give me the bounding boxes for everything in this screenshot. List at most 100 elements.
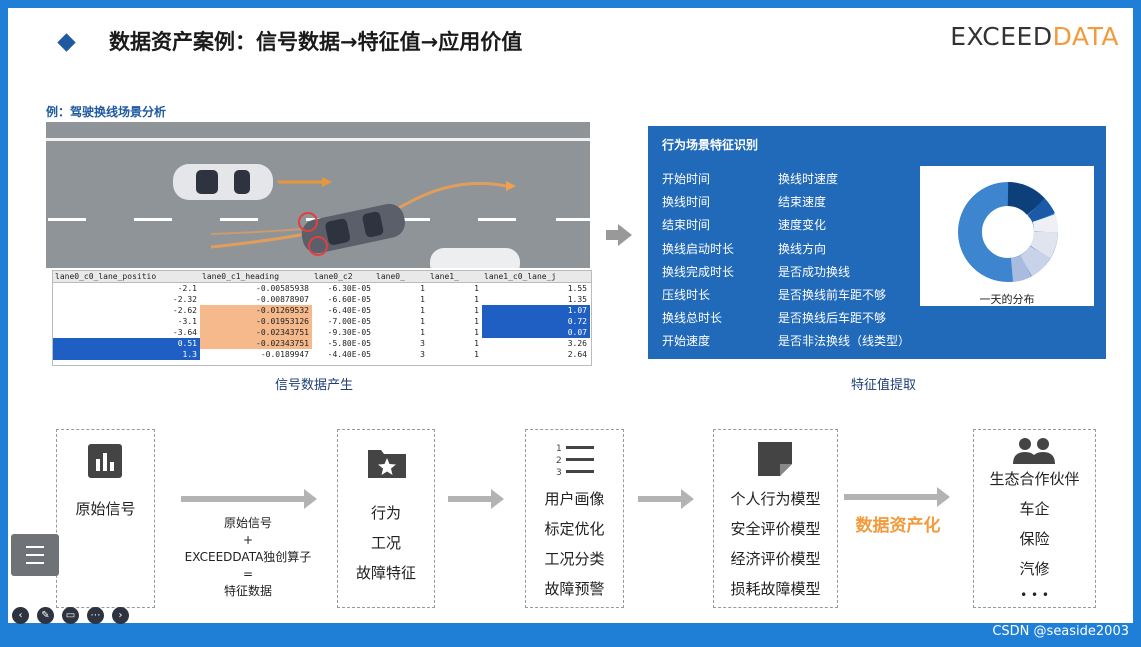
flow-box-applications: 1 2 3 用户画像标定优化工况分类故障预警 [525,429,624,608]
table-cell: -0.0189947 [260,350,309,359]
flow-arrow-1-icon [181,489,317,509]
document-icon [758,442,792,476]
table-cell: -2.32 [172,295,197,304]
table-cell: 3.26 [567,339,587,348]
table-cell: 1 [420,306,425,315]
bar-chart-icon [88,444,122,478]
feature-item: 换线时速度 [778,172,839,186]
table-cell: 1 [420,328,425,337]
table-cell: 1 [420,284,425,293]
svg-text:1: 1 [556,444,562,454]
table-cell: 1 [474,350,479,359]
svg-text:2: 2 [556,456,562,466]
table-cell: 1 [420,317,425,326]
flow-box-partners-text: 生态合作伙伴车企保险汽修 [989,470,1080,578]
table-cell: -0.02343751 [200,327,312,338]
flow-box-applications-text: 用户画像标定优化工况分类故障预警 [544,490,605,598]
feature-item: 结束时间 [662,218,711,233]
flow-box-features-text: 行为工况故障特征 [355,504,416,582]
pie-label: 一天的分布 [979,293,1035,306]
feature-item: 压线时长 [662,288,711,302]
feature-panel: 行为场景特征识别 一天的分布 开始时间换线时间结束时间换线启动时长换线完成时长压… [648,126,1106,359]
example-label: 例：驾驶换线场景分析 [46,105,167,119]
table-header-cell: lane0_c2 [314,272,353,281]
feature-panel-title: 行为场景特征识别 [662,138,759,152]
feature-item: 结束速度 [778,195,827,210]
table-cell: -9.30E-05 [327,328,371,337]
table-cell: -0.02343751 [200,338,312,349]
car-paths-svg [173,164,520,268]
flow-box-models: 个人行为模型安全评价模型经济评价模型损耗故障模型 [713,429,838,608]
flow-box-models-text: 个人行为模型安全评价模型经济评价模型损耗故障模型 [730,490,821,598]
data-assetization-label: 数据资产化 [855,516,941,536]
flow-arrow-4-icon [844,487,950,507]
slide: 数据资产案例：信号数据→特征值→应用价值 EXCEEDDATA 例：驾驶换线场景… [8,8,1133,623]
more-dots: • • • [1020,588,1049,602]
svg-text:3: 3 [556,468,562,476]
table-cell: 0.72 [482,316,590,327]
table-cell: 1 [474,284,479,293]
table-cell: -0.00585938 [256,284,309,293]
logo: EXCEEDDATA [950,22,1119,51]
donut-chart-svg [958,182,1059,282]
table-cell: 1.35 [567,295,587,304]
title-bullet-icon [57,33,76,52]
feature-item: 是否换线后车距不够 [778,311,887,326]
users-group-icon [1013,438,1055,464]
table-cell: 1.3 [53,349,200,360]
table-cell: -6.60E-05 [327,295,371,304]
distribution-chart: 一天的分布 [920,166,1094,306]
flow-box-raw-signal-label: 原始信号 [75,500,136,518]
next-slide-button[interactable]: › [112,607,129,624]
table-cell: 1 [474,317,479,326]
prev-slide-button[interactable]: ‹ [12,607,29,624]
panel-arrow-icon [606,230,618,240]
flow-box-partners: 生态合作伙伴车企保险汽修 • • • [973,429,1096,608]
feature-item: 是否非法换线（线类型） [778,334,911,349]
table-header-cell: lane0_c1_heading [202,272,280,281]
table-cell: -2.1 [177,284,197,293]
flow-box-features: 行为工况故障特征 [337,429,435,608]
table-cell: -5.80E-05 [327,339,371,348]
page-title: 数据资产案例：信号数据→特征值→应用价值 [109,30,523,54]
table-cell: -4.40E-05 [327,350,371,359]
flow-arrow-3-icon [638,489,694,509]
more-options-button[interactable]: ⋯ [87,607,104,624]
feature-item: 开始速度 [662,334,711,349]
table-header-cell: lane0_ [376,272,405,281]
table-cell: 2.64 [567,350,587,359]
watermark-credit: CSDN @seaside2003 [992,624,1129,639]
caption-feature: 特征值提取 [851,378,917,393]
table-cell: -3.64 [172,328,197,337]
feature-item: 换线总时长 [662,311,723,326]
table-header-cell: lane0_c0_lane_positio [55,272,157,281]
table-cell: 3 [420,350,425,359]
table-cell: 1.55 [567,284,587,293]
table-cell: 1 [474,328,479,337]
table-cell: 0.51 [53,338,200,349]
table-cell: 1 [474,306,479,315]
table-cell: -0.00878907 [256,295,309,304]
table-cell: 1.07 [482,305,590,316]
panel-arrow-head-icon [618,224,632,246]
captions-button[interactable]: ▭ [62,607,79,624]
table-cell: 0.07 [482,327,590,338]
car-gray-icon [301,203,405,254]
table-cell: 3 [420,339,425,348]
table-cell: -2.62 [172,306,197,315]
list-numbered-icon: 1 2 3 [556,444,594,476]
table-header-cell: lane1_ [430,272,459,281]
table-row: 1.3 -0.0189947 -4.40E-05 3 1 2.64 [53,349,591,360]
table-cell: -6.40E-05 [327,306,371,315]
slide-menu-button[interactable] [11,534,59,576]
feature-item: 是否成功换线 [778,264,851,279]
feature-item: 换线启动时长 [662,241,735,256]
feature-item: 速度变化 [778,218,827,233]
pen-tool-button[interactable]: ✎ [37,607,54,624]
feature-item: 换线时间 [662,195,711,210]
caption-signal: 信号数据产生 [275,378,354,393]
